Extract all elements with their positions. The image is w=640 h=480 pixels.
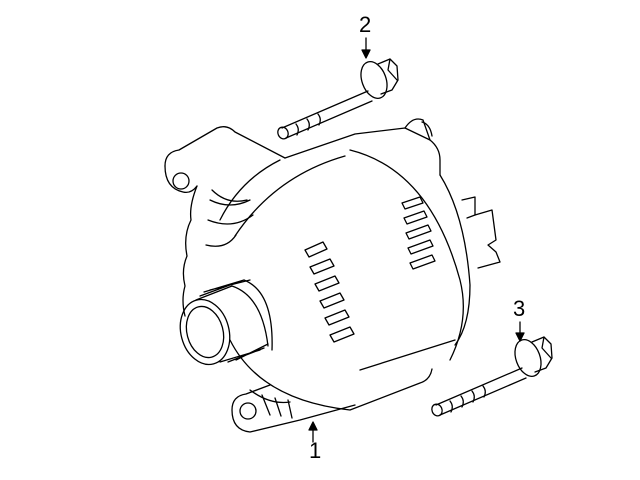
alternator xyxy=(164,118,501,443)
upper-bolt xyxy=(277,37,399,140)
callout-3-label: 3 xyxy=(513,296,526,321)
callout-2-label: 2 xyxy=(359,12,372,37)
lower-bolt xyxy=(431,321,553,417)
callout-1-label: 1 xyxy=(309,438,322,463)
